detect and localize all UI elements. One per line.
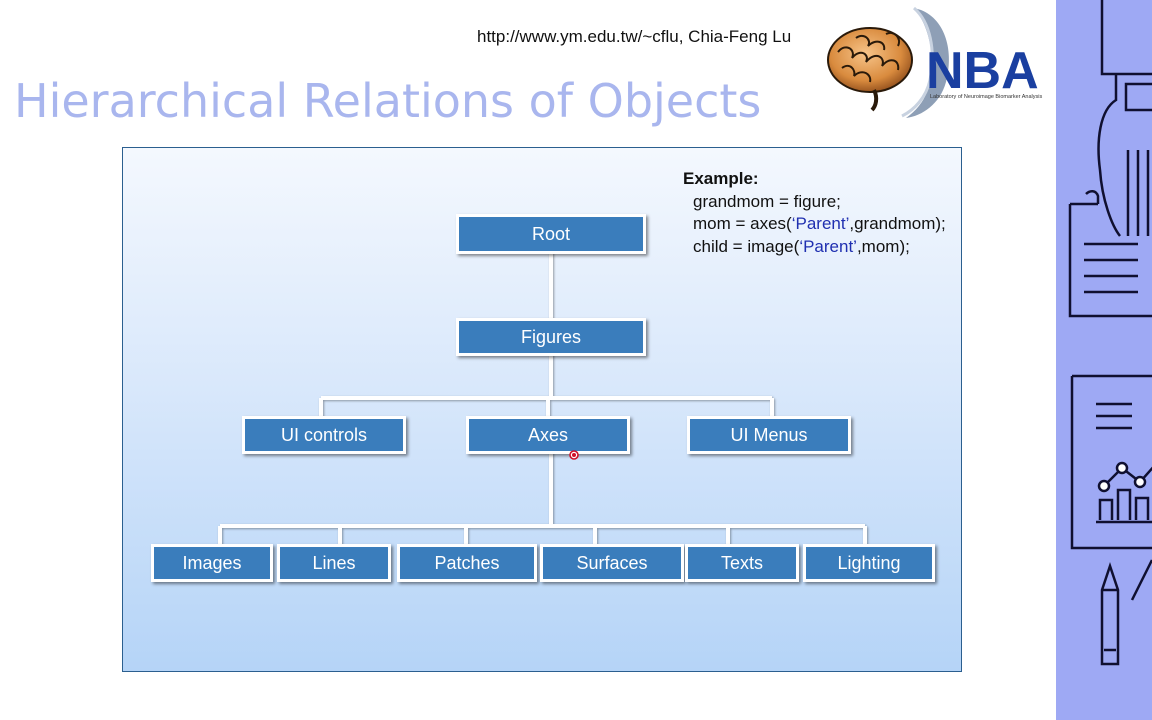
- example-line-3-code: child = image(: [693, 236, 800, 256]
- svg-text:Laboratory of Neuroimage Bioma: Laboratory of Neuroimage Biomarker Analy…: [930, 94, 1042, 100]
- node-texts: Texts: [685, 544, 799, 582]
- node-images: Images: [151, 544, 273, 582]
- example-line-1: grandmom = figure;: [693, 191, 841, 211]
- code-example: Example: grandmom = figure; mom = axes(‘…: [683, 168, 946, 258]
- example-line-3: child = image(‘Parent’,mom);: [683, 236, 946, 259]
- svg-text:NBA: NBA: [926, 42, 1039, 100]
- decorative-sidebar: [1056, 0, 1152, 720]
- node-axes: Axes: [466, 416, 630, 454]
- example-line-3-rest: ,mom);: [856, 236, 910, 256]
- example-line-2: mom = axes(‘Parent’,grandmom);: [683, 213, 946, 236]
- node-ui-controls: UI controls: [242, 416, 406, 454]
- diagram-panel: Root Figures UI controls Axes UI Menus I…: [122, 147, 962, 672]
- node-surfaces: Surfaces: [540, 544, 684, 582]
- slide-title: Hierarchical Relations of Objects: [14, 74, 762, 128]
- example-line-3-string: ‘Parent’: [799, 236, 857, 256]
- example-heading: Example:: [683, 169, 759, 188]
- nba-logo: NBA Laboratory of Neuroimage Biomarker A…: [826, 2, 1052, 118]
- node-lines: Lines: [277, 544, 391, 582]
- sidebar-illustration-icon: [1068, 0, 1152, 666]
- example-line-2-rest: ,grandmom);: [849, 214, 946, 233]
- url-credit: http://www.ym.edu.tw/~cflu, Chia-Feng Lu: [477, 27, 792, 46]
- node-ui-menus: UI Menus: [687, 416, 851, 454]
- node-patches: Patches: [397, 544, 537, 582]
- pointer-cursor-icon: [569, 450, 579, 460]
- brain-logo-icon: NBA Laboratory of Neuroimage Biomarker A…: [827, 6, 1042, 118]
- hierarchy-connector-lines: [218, 252, 867, 546]
- node-root: Root: [456, 214, 646, 254]
- node-figures: Figures: [456, 318, 646, 356]
- example-line-2-code: mom = axes(: [693, 214, 792, 233]
- node-lighting: Lighting: [803, 544, 935, 582]
- example-line-2-string: ‘Parent’: [791, 214, 850, 233]
